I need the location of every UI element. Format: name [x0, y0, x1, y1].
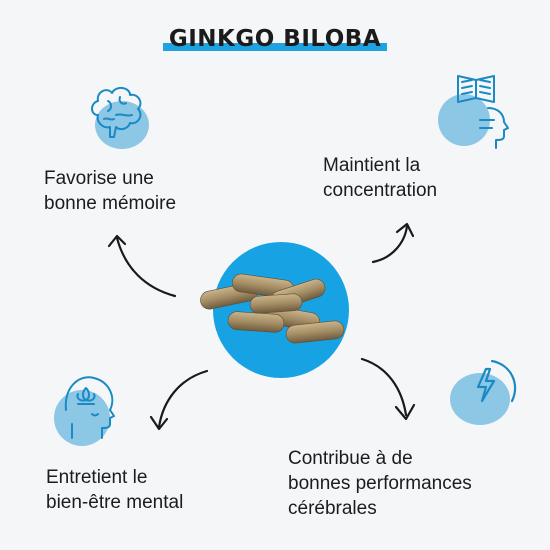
- benefit-wellbeing: Entretient le bien-être mental: [46, 465, 183, 515]
- benefit-concentration-line-2: concentration: [323, 180, 438, 201]
- arrow-to-concentration: [371, 222, 415, 264]
- benefit-memory-line-2: bonne mémoire: [44, 193, 177, 214]
- reading-head-icon: [438, 75, 509, 149]
- benefit-memory-line-1: Favorise une: [44, 168, 154, 189]
- benefit-memory: Favorise une bonne mémoire: [44, 166, 176, 216]
- arrow-to-wellbeing: [149, 369, 209, 431]
- arrow-to-performance: [360, 357, 416, 421]
- title-wrap: GINKGO BILOBA: [0, 26, 550, 52]
- brain-icon: [91, 87, 149, 149]
- benefit-performance: Contribue à de bonnes performances céréb…: [288, 446, 472, 521]
- lotus-head-icon: [54, 376, 115, 446]
- benefit-concentration-line-1: Maintient la: [323, 155, 421, 176]
- benefit-performance-line-2: bonnes performances: [288, 473, 472, 494]
- benefit-concentration: Maintient la concentration: [323, 153, 437, 203]
- page-title: GINKGO BILOBA: [162, 26, 388, 52]
- benefit-wellbeing-line-2: bien-être mental: [46, 492, 184, 513]
- capsules-image: [200, 273, 345, 344]
- benefit-performance-line-3: cérébrales: [288, 498, 377, 519]
- arrow-to-memory: [107, 234, 177, 298]
- benefit-performance-line-1: Contribue à de: [288, 448, 413, 469]
- benefit-wellbeing-line-1: Entretient le: [46, 467, 148, 488]
- lightning-icon: [450, 359, 517, 425]
